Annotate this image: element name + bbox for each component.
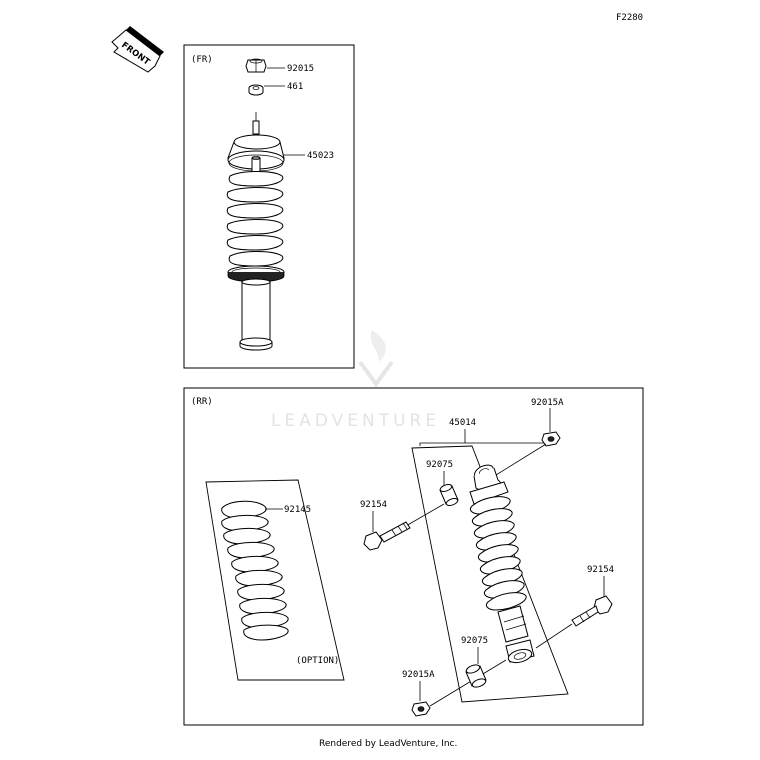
axis-line xyxy=(429,659,507,707)
front-nut-part[interactable] xyxy=(245,58,267,73)
leader-line xyxy=(419,442,552,446)
page-id: F2280 xyxy=(616,13,643,23)
front-arrow-icon: FRONT xyxy=(111,26,164,73)
rear-shock-45014-part[interactable] xyxy=(469,462,535,665)
rear-top-nut-part[interactable] xyxy=(541,431,561,447)
part-number-label[interactable]: 92075 xyxy=(461,636,488,646)
watermark-text: LEADVENTURE xyxy=(271,411,440,431)
rear-spring-92145-part[interactable] xyxy=(221,500,289,641)
option-spring-frame xyxy=(205,479,345,681)
option-label: (OPTION) xyxy=(296,656,339,666)
front-section-frame xyxy=(183,44,355,369)
rear-right-bolt-part[interactable] xyxy=(571,595,613,627)
leadventure-watermark: LEADVENTURE xyxy=(271,330,440,431)
part-number-label[interactable]: 92015A xyxy=(402,670,435,680)
rear-bottom-nut-part[interactable] xyxy=(411,701,431,717)
rear-top-bushing-part[interactable] xyxy=(439,483,459,507)
part-number-label[interactable]: 45014 xyxy=(449,418,476,428)
part-number-label[interactable]: 45023 xyxy=(307,151,334,161)
shock-assembly-frame xyxy=(411,445,569,703)
part-number-label[interactable]: 92154 xyxy=(360,500,387,510)
part-number-label[interactable]: 92075 xyxy=(426,460,453,470)
rear-bottom-bushing-part[interactable] xyxy=(465,663,487,688)
rear-section-label: (RR) xyxy=(191,397,213,407)
axis-line xyxy=(487,443,547,481)
rear-left-bolt-part[interactable] xyxy=(363,521,411,551)
part-number-label[interactable]: 461 xyxy=(287,82,303,92)
front-section-label: (FR) xyxy=(191,55,213,65)
rear-section-frame xyxy=(183,387,644,726)
footer-credit: Rendered by LeadVenture, Inc. xyxy=(319,739,457,749)
part-number-label[interactable]: 92145 xyxy=(284,505,311,515)
part-number-label[interactable]: 92015A xyxy=(531,398,564,408)
part-number-label[interactable]: 92154 xyxy=(587,565,614,575)
axis-line xyxy=(535,623,573,649)
part-number-label[interactable]: 92015 xyxy=(287,64,314,74)
front-strut-part[interactable] xyxy=(226,112,285,351)
front-washer-part[interactable] xyxy=(248,84,264,96)
